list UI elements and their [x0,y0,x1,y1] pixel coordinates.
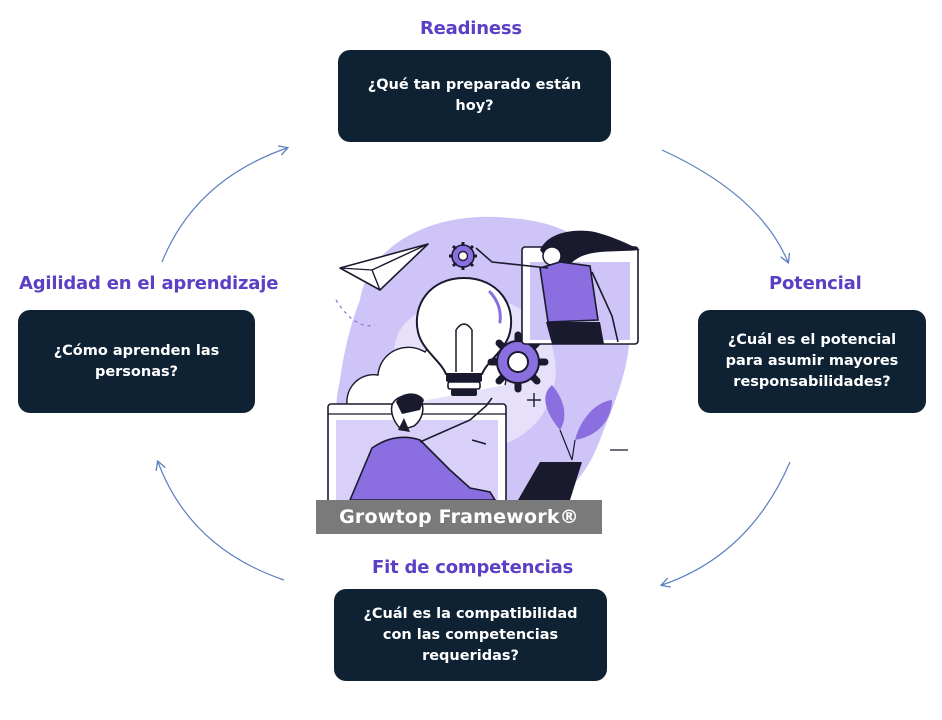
stage-question-agilidad: ¿Cómo aprenden las personas? [53,342,220,380]
plant-icon [545,385,612,461]
stage-question-fit: ¿Cuál es la compatibilidad con las compe… [363,605,578,664]
sparkle-icon [527,393,541,407]
arrow-top-to-right [661,149,788,262]
stage-card-readiness: ¿Qué tan preparado están hoy? [338,50,611,142]
lightbulb-icon [415,276,513,396]
woman-in-window-illustration [475,230,640,345]
stage-question-readiness: ¿Qué tan preparado están hoy? [367,77,582,114]
gear-icon [487,331,549,393]
stage-title-potencial: Potencial [769,273,862,294]
stage-title-readiness: Readiness [420,18,522,39]
small-gear-icon [449,242,477,270]
arrow-bottom-to-left [158,462,285,581]
man-at-computer-illustration [327,393,507,505]
stage-card-agilidad: ¿Cómo aprenden las personas? [18,310,255,413]
stage-card-potencial: ¿Cuál es el potencial para asumir mayore… [698,310,926,413]
laptop-icon [518,462,582,500]
paper-plane-icon [335,243,429,327]
stage-question-potencial: ¿Cuál es el potencial para asumir mayore… [725,332,899,390]
stage-card-fit: ¿Cuál es la compatibilidad con las compe… [334,589,607,681]
arrow-left-to-top [161,148,287,263]
stage-title-agilidad: Agilidad en el aprendizaje [19,273,279,294]
framework-banner: Growtop Framework® [316,500,602,534]
arrow-right-to-bottom [662,461,791,585]
stage-title-fit: Fit de competencias [372,557,574,578]
